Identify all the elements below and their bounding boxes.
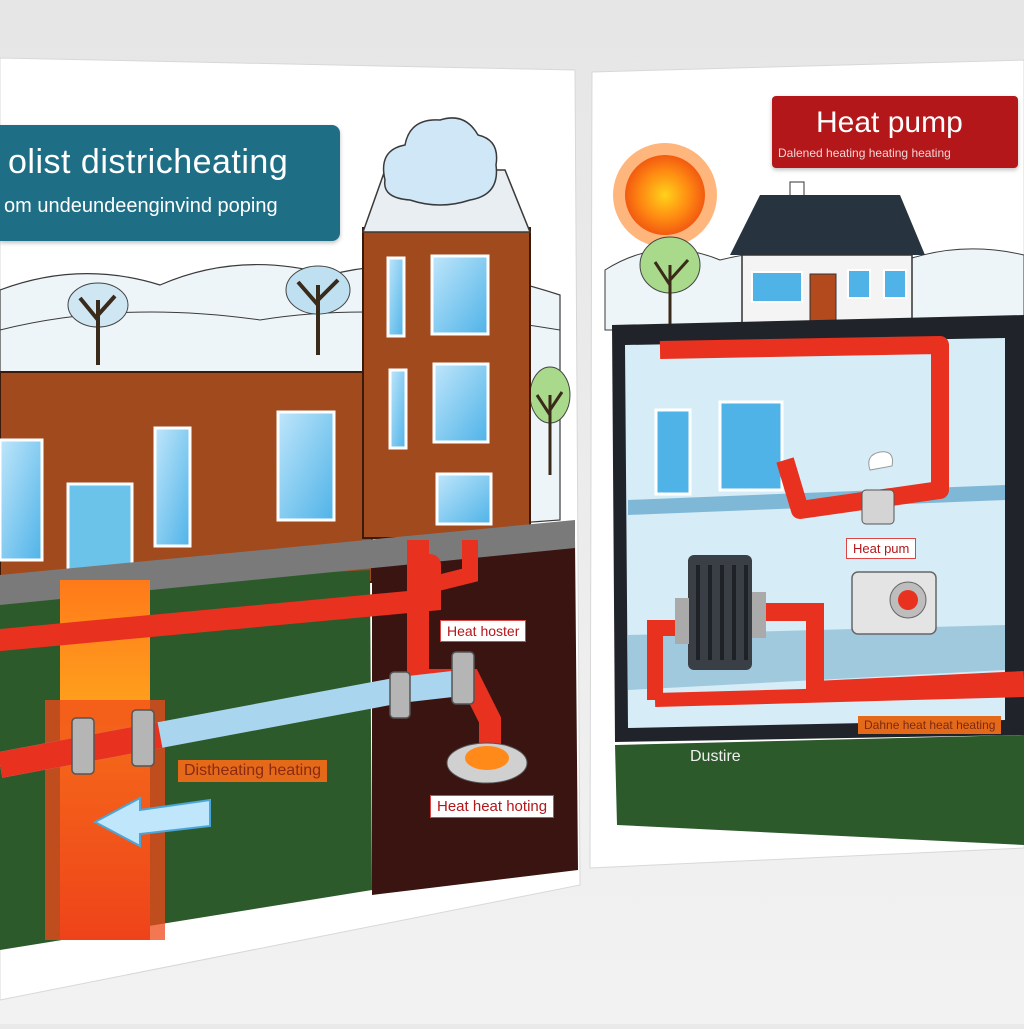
district-heating-label: Distheating heating [178,760,327,782]
tree-icon [285,265,351,355]
district-heating-subtitle: om undeundeenginvind poping [4,195,278,217]
tree-icon [67,282,129,365]
heat-pump-unit-icon [851,571,937,635]
red-pipe-main [0,554,441,651]
heat-pump-small-label: Heat pum [846,538,917,559]
heat-hoster-label: Heat hoster [440,620,527,642]
valve-icon [861,451,895,525]
sun-icon [613,143,717,247]
heat-pump-title-box: Heat pump Dalened heating heating heatin… [772,96,1018,168]
heat-heat-hoting-label: Heat heat hoting [430,795,555,818]
red-pipe-lower-right [760,603,1024,700]
building-door [66,482,134,578]
red-pipe-return [654,683,1024,707]
radiator-icon [675,555,766,670]
heat-pump-subtitle: Dalened heating heating heating [778,146,951,160]
red-pipe-branch [428,540,478,593]
snow-cloud-icon [382,117,498,206]
building-windows [0,254,493,562]
arrow-icon [92,796,211,848]
district-heating-title: olist districheating [8,143,289,181]
dustire-label: Dustire [690,748,741,765]
red-pipe-upper [659,336,949,519]
orange-banner-label: Dahne heat heat heating [858,716,1002,734]
heat-pump-title: Heat pump [816,106,963,139]
heat-exchanger-glow [465,746,509,770]
interior-windows [654,400,784,496]
right-panel [589,59,1024,869]
right-ground [615,735,1024,845]
pipe-couplings [71,651,475,775]
district-heating-title-box: olist districheating om undeundeenginvin… [0,125,340,241]
house-icon [730,181,925,338]
